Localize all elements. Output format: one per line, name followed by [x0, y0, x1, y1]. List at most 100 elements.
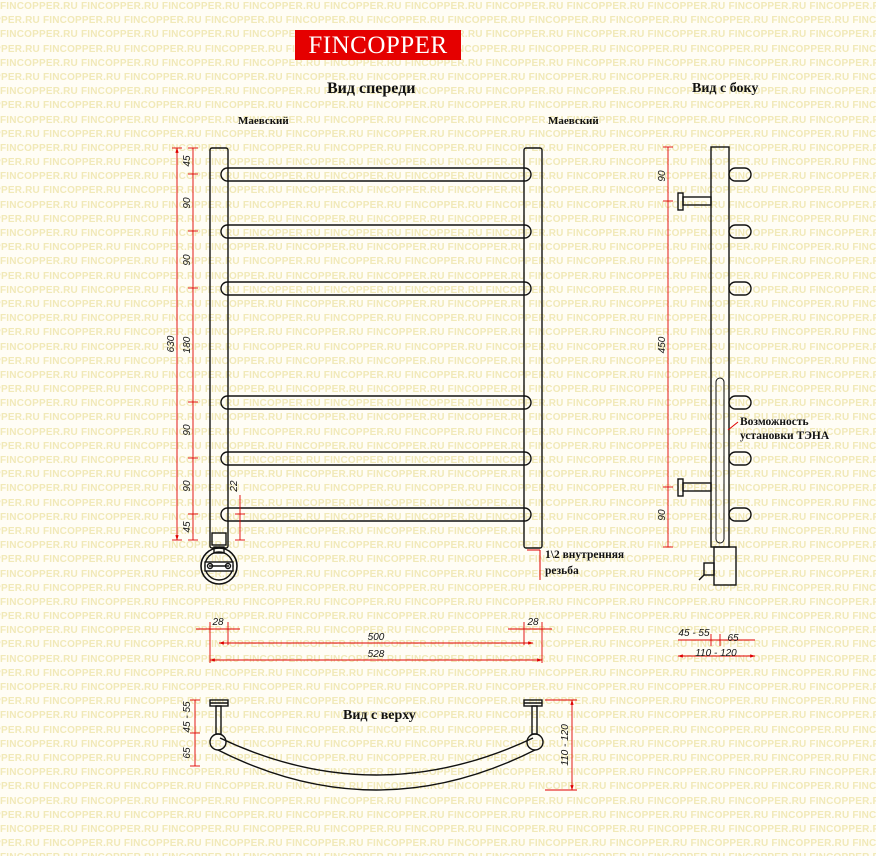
watermark-row: FINCOPPER.RU FINCOPPER.RU FINCOPPER.RU F…: [0, 284, 876, 296]
side-riser: [710, 146, 730, 548]
watermark-row: FINCOPPER.RU FINCOPPER.RU FINCOPPER.RU F…: [0, 384, 876, 396]
top-bar-front-edge: [217, 749, 536, 791]
top-view-title: Вид с верху: [343, 708, 416, 723]
watermark-row: FINCOPPER.RU FINCOPPER.RU FINCOPPER.RU F…: [0, 469, 876, 481]
top-view-drawing: [209, 699, 544, 791]
side-dim-90-bottom: 90: [657, 509, 668, 521]
side-heater-box: [698, 546, 737, 586]
side-horizontal-dimensions: [677, 634, 756, 658]
dim-528: 528: [368, 649, 385, 660]
watermark-row: FINCOPPER.RU FINCOPPER.RU FINCOPPER.RU F…: [0, 497, 876, 509]
watermark-row: FINCOPPER.RU FINCOPPER.RU FINCOPPER.RU F…: [0, 851, 876, 856]
thread-label-line1: 1\2 внутренняя: [545, 549, 625, 561]
watermark-row: FINCOPPER.RU FINCOPPER.RU FINCOPPER.RU F…: [0, 100, 876, 112]
watermark-row: FINCOPPER.RU FINCOPPER.RU FINCOPPER.RU F…: [0, 1, 876, 12]
watermark-row: FINCOPPER.RU FINCOPPER.RU FINCOPPER.RU F…: [0, 724, 876, 736]
watermark-row: FINCOPPER.RU FINCOPPER.RU FINCOPPER.RU F…: [0, 540, 876, 552]
watermark-row: FINCOPPER.RU FINCOPPER.RU FINCOPPER.RU F…: [0, 568, 876, 580]
dim-90-d: 90: [182, 480, 193, 492]
dim-45-bottom: 45: [182, 521, 193, 533]
watermark-row: FINCOPPER.RU FINCOPPER.RU FINCOPPER.RU F…: [0, 15, 876, 27]
heater-leader: [727, 421, 739, 431]
watermark-row: FINCOPPER.RU FINCOPPER.RU FINCOPPER.RU F…: [0, 611, 876, 623]
watermark-row: FINCOPPER.RU FINCOPPER.RU FINCOPPER.RU F…: [0, 511, 876, 523]
watermark-row: FINCOPPER.RU FINCOPPER.RU FINCOPPER.RU F…: [0, 228, 876, 239]
watermark-row: FINCOPPER.RU FINCOPPER.RU FINCOPPER.RU F…: [0, 128, 876, 140]
heater-knob-icon: [200, 532, 238, 585]
dim-90-a: 90: [182, 197, 193, 209]
side-dim-450: 450: [657, 336, 668, 353]
watermark-row: FINCOPPER.RU FINCOPPER.RU FINCOPPER.RU F…: [0, 355, 876, 367]
watermark-row: FINCOPPER.RU FINCOPPER.RU FINCOPPER.RU F…: [0, 57, 876, 69]
watermark-row: FINCOPPER.RU FINCOPPER.RU FINCOPPER.RU F…: [0, 341, 876, 353]
watermark-row: FINCOPPER.RU FINCOPPER.RU FINCOPPER.RU F…: [0, 369, 876, 381]
top-dim-110-120: 110 - 120: [560, 724, 571, 766]
dim-90-b: 90: [182, 254, 193, 266]
watermark-row: FINCOPPER.RU FINCOPPER.RU FINCOPPER.RU F…: [0, 710, 876, 722]
front-view-drawing: [200, 147, 543, 585]
watermark-row: FINCOPPER.RU FINCOPPER.RU FINCOPPER.RU F…: [0, 625, 876, 637]
side-dim-65: 65: [727, 633, 739, 644]
side-view-drawing: [677, 146, 752, 586]
watermark-row: FINCOPPER.RU FINCOPPER.RU FINCOPPER.RU F…: [0, 440, 876, 452]
watermark-row: FINCOPPER.RU FINCOPPER.RU FINCOPPER.RU F…: [0, 426, 876, 438]
watermark-row: FINCOPPER.RU FINCOPPER.RU FINCOPPER.RU F…: [0, 639, 876, 651]
watermark-row: FINCOPPER.RU FINCOPPER.RU FINCOPPER.RU F…: [0, 157, 876, 169]
watermark-row: FINCOPPER.RU FINCOPPER.RU FINCOPPER.RU F…: [0, 781, 876, 793]
side-bar-stubs: [728, 167, 752, 522]
watermark-row: FINCOPPER.RU FINCOPPER.RU FINCOPPER.RU F…: [0, 412, 876, 424]
side-dim-90-top: 90: [657, 170, 668, 182]
watermark-row: FINCOPPER.RU FINCOPPER.RU FINCOPPER.RU F…: [0, 823, 876, 835]
dim-22: 22: [229, 480, 240, 493]
watermark-row: FINCOPPER.RU FINCOPPER.RU FINCOPPER.RU F…: [0, 596, 876, 608]
watermark-row: FINCOPPER.RU FINCOPPER.RU FINCOPPER.RU F…: [0, 86, 876, 98]
front-vertical-dimensions: [172, 147, 245, 541]
top-dim-65: 65: [182, 747, 193, 759]
side-dim-110-120: 110 - 120: [695, 648, 737, 659]
side-vertical-dimensions: [663, 146, 673, 548]
watermark-row: FINCOPPER.RU FINCOPPER.RU FINCOPPER.RU F…: [0, 696, 876, 708]
watermark-row: FINCOPPER.RU FINCOPPER.RU FINCOPPER.RU F…: [0, 682, 876, 693]
thread-label-line2: резьба: [545, 565, 579, 577]
side-view-title: Вид с боку: [692, 81, 759, 96]
front-vertical-labels: 45 90 90 180 90 90 45 630 22: [166, 155, 240, 533]
watermark-row: FINCOPPER.RU FINCOPPER.RU FINCOPPER.RU F…: [0, 483, 876, 495]
valve-label-right: Маевский: [548, 115, 599, 127]
watermark-row: FINCOPPER.RU FINCOPPER.RU FINCOPPER.RU F…: [0, 213, 876, 225]
dim-180: 180: [182, 336, 193, 353]
right-riser: [523, 147, 543, 549]
dim-45-top: 45: [182, 155, 193, 167]
heater-label-line1: Возможность: [740, 416, 809, 428]
dim-28-left: 28: [211, 617, 224, 628]
dim-500: 500: [368, 632, 385, 643]
watermark-row: FINCOPPER.RU FINCOPPER.RU FINCOPPER.RU F…: [0, 298, 876, 310]
watermark-row: FINCOPPER.RU FINCOPPER.RU FINCOPPER.RU F…: [0, 242, 876, 254]
top-bar-back-edge: [219, 737, 534, 776]
watermark-row: FINCOPPER.RU FINCOPPER.RU FINCOPPER.RU F…: [0, 71, 876, 83]
heater-element: [715, 377, 725, 544]
side-dim-45-55: 45 - 55: [678, 628, 710, 639]
watermark-row: FINCOPPER.RU FINCOPPER.RU FINCOPPER.RU F…: [0, 256, 876, 268]
watermark-row: FINCOPPER.RU FINCOPPER.RU FINCOPPER.RU F…: [0, 327, 876, 339]
watermark-row: FINCOPPER.RU FINCOPPER.RU FINCOPPER.RU F…: [0, 455, 876, 466]
watermark-row: FINCOPPER.RU FINCOPPER.RU FINCOPPER.RU F…: [0, 199, 876, 211]
watermark-row: FINCOPPER.RU FINCOPPER.RU FINCOPPER.RU F…: [0, 582, 876, 594]
watermark-row: FINCOPPER.RU FINCOPPER.RU FINCOPPER.RU F…: [0, 185, 876, 197]
watermark-row: FINCOPPER.RU FINCOPPER.RU FINCOPPER.RU F…: [0, 171, 876, 183]
watermark-row: FINCOPPER.RU FINCOPPER.RU FINCOPPER.RU F…: [0, 525, 876, 537]
watermark-row: FINCOPPER.RU FINCOPPER.RU FINCOPPER.RU F…: [0, 114, 876, 126]
watermark-row: FINCOPPER.RU FINCOPPER.RU FINCOPPER.RU F…: [0, 270, 876, 282]
valve-label-left: Маевский: [238, 115, 289, 127]
dim-28-right: 28: [526, 617, 539, 628]
watermark-row: FINCOPPER.RU FINCOPPER.RU FINCOPPER.RU F…: [0, 809, 876, 821]
front-view-title: Вид спереди: [327, 80, 416, 97]
heater-label-line2: установки ТЭНА: [740, 430, 830, 442]
watermark-row: FINCOPPER.RU FINCOPPER.RU FINCOPPER.RU F…: [0, 554, 876, 566]
brand-logo: FINCOPPER: [295, 30, 461, 60]
side-mount-brackets: [677, 192, 712, 497]
left-riser: [209, 147, 229, 549]
watermark-row: FINCOPPER.RU FINCOPPER.RU FINCOPPER.RU F…: [0, 313, 876, 325]
dim-630: 630: [166, 335, 177, 352]
